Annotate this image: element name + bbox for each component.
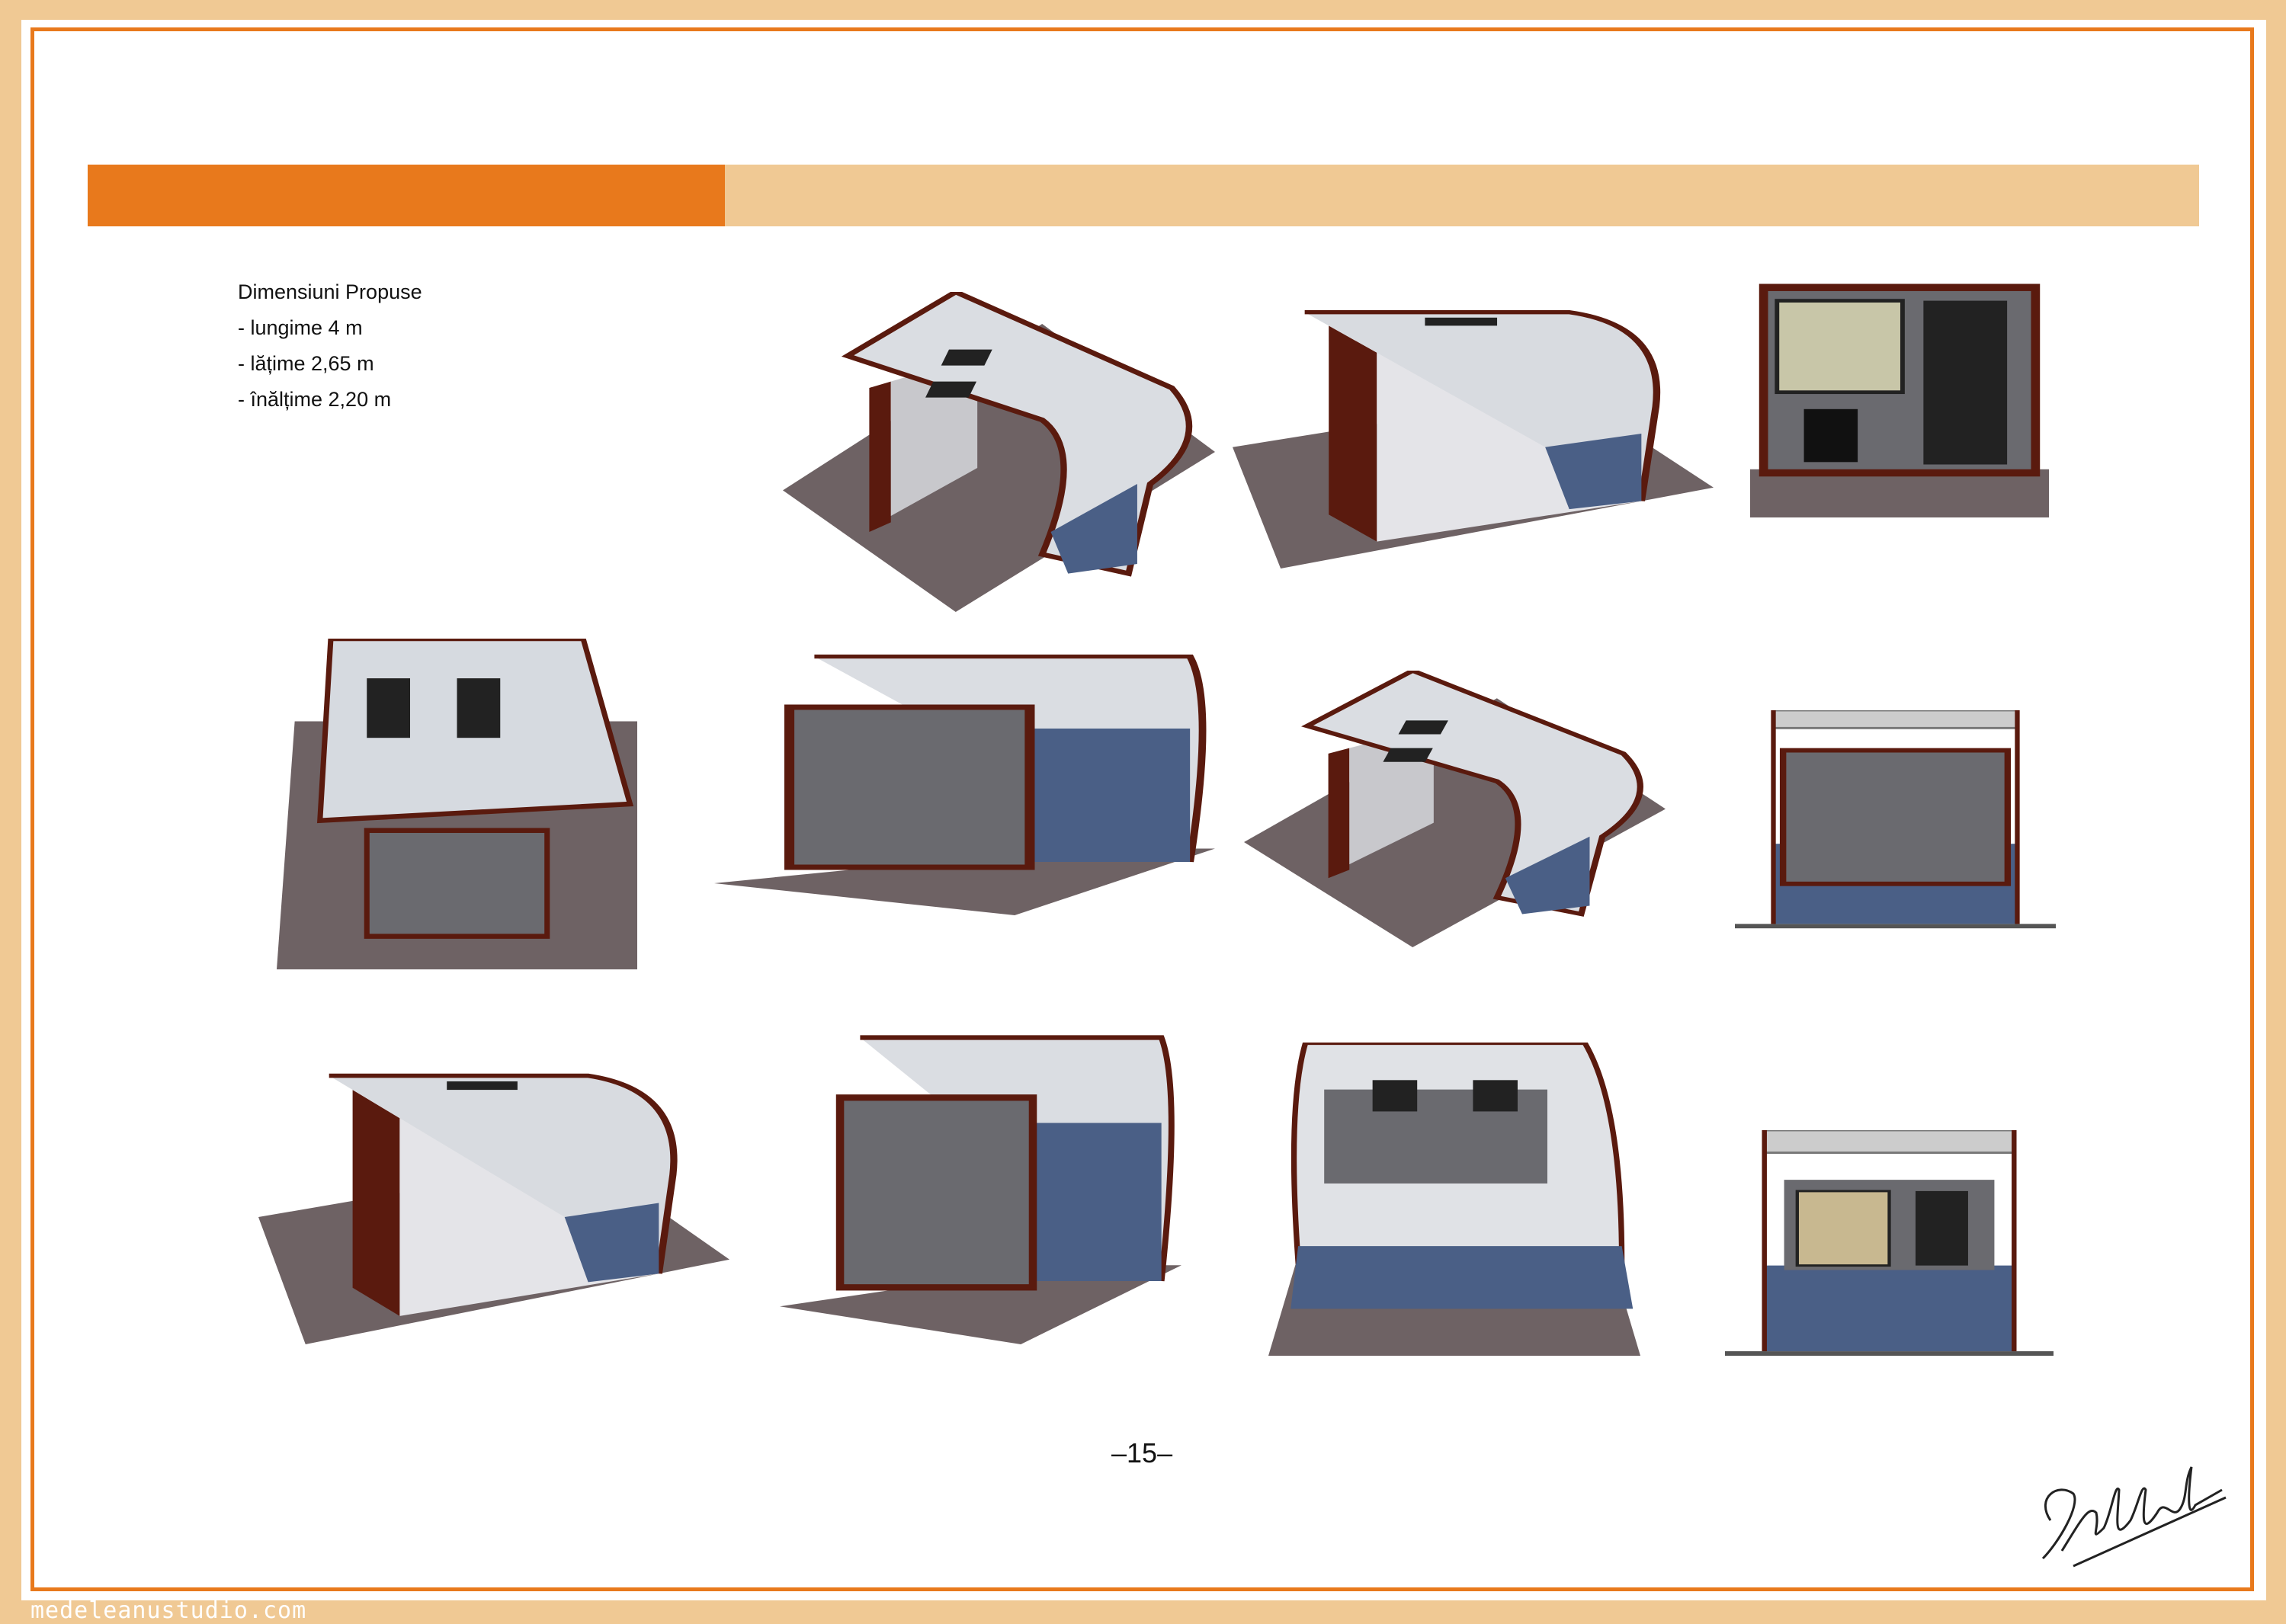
shelter-rendering-2	[1233, 299, 1714, 569]
header-bar	[725, 165, 2199, 226]
dimension-width: - lățime 2,65 m	[238, 352, 374, 375]
shelter-rendering-4	[277, 639, 637, 969]
shelter-rendering-8	[258, 1062, 729, 1344]
shelter-rendering-5	[714, 649, 1215, 915]
dimension-length: - lungime 4 m	[238, 316, 363, 339]
page-number: –15–	[1111, 1437, 1173, 1469]
header-bar-accent	[88, 165, 725, 226]
shelter-rendering-3	[1750, 277, 2049, 517]
shelter-rendering-1	[783, 292, 1215, 612]
shelter-rendering-9	[780, 1028, 1181, 1344]
signature	[2028, 1437, 2230, 1570]
shelter-rendering-6	[1244, 671, 1666, 947]
page-frame	[30, 27, 2254, 1591]
website-watermark: medeleanustudio.com	[30, 1597, 307, 1624]
shelter-rendering-7	[1735, 710, 2056, 933]
dimension-height: - înălțime 2,20 m	[238, 388, 392, 411]
dimensions-block: Dimensiuni Propuse - lungime 4 m - lățim…	[238, 274, 422, 418]
shelter-rendering-10	[1268, 1043, 1640, 1356]
shelter-rendering-11	[1725, 1130, 2054, 1356]
dimensions-title: Dimensiuni Propuse	[238, 280, 422, 303]
